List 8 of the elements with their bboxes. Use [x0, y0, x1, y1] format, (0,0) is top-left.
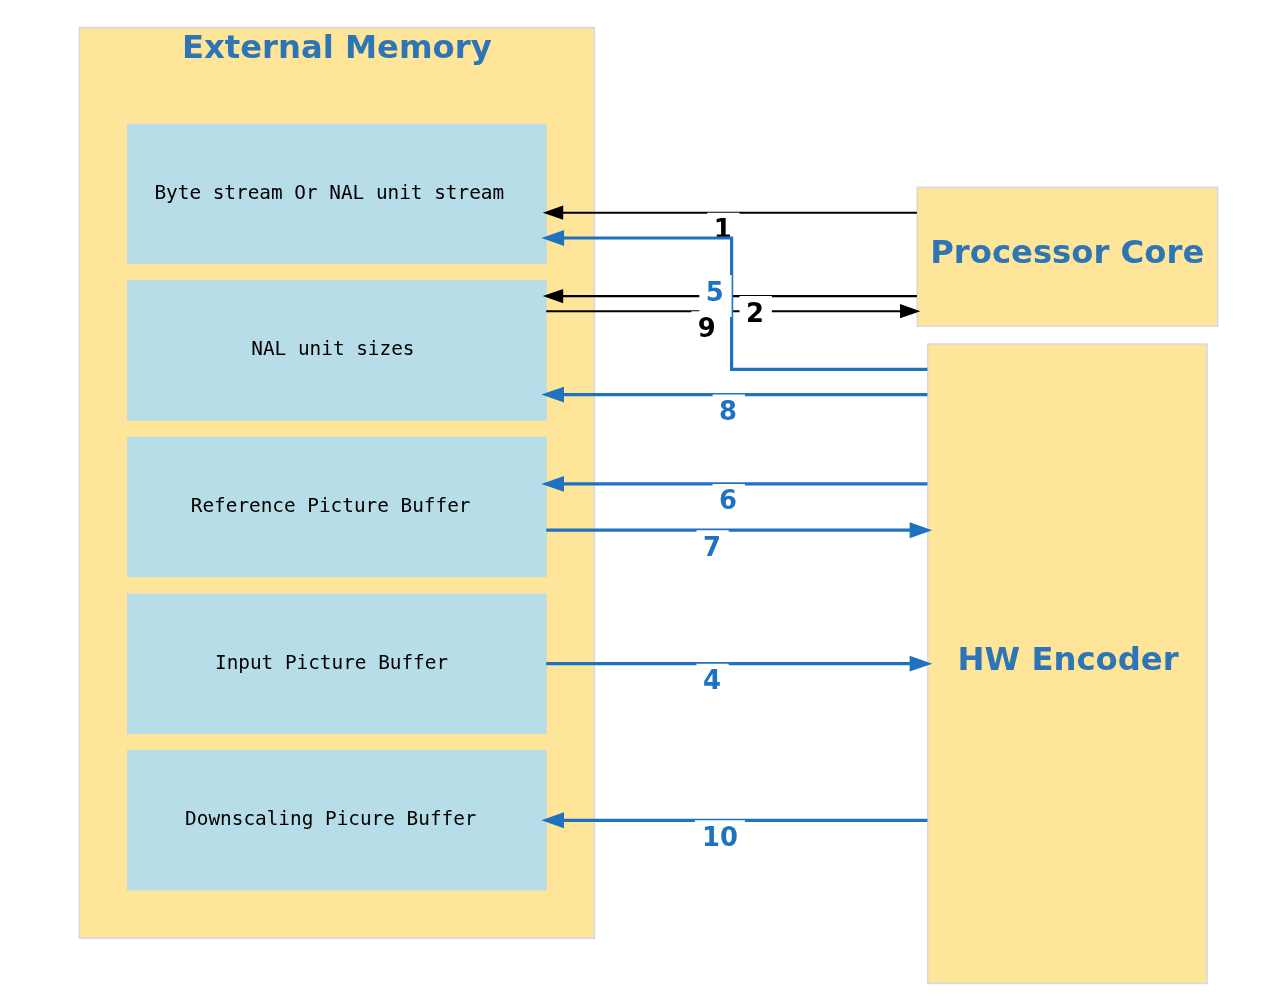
- edge-label: 2: [746, 297, 764, 328]
- edge-label: 8: [719, 396, 738, 427]
- edge-label: 7: [702, 531, 721, 562]
- edge-label: 5: [705, 276, 724, 307]
- edge-label: 6: [719, 485, 738, 516]
- edge-label: 9: [697, 312, 716, 343]
- edge-label: 10: [702, 821, 739, 852]
- edge-label: 4: [702, 665, 721, 696]
